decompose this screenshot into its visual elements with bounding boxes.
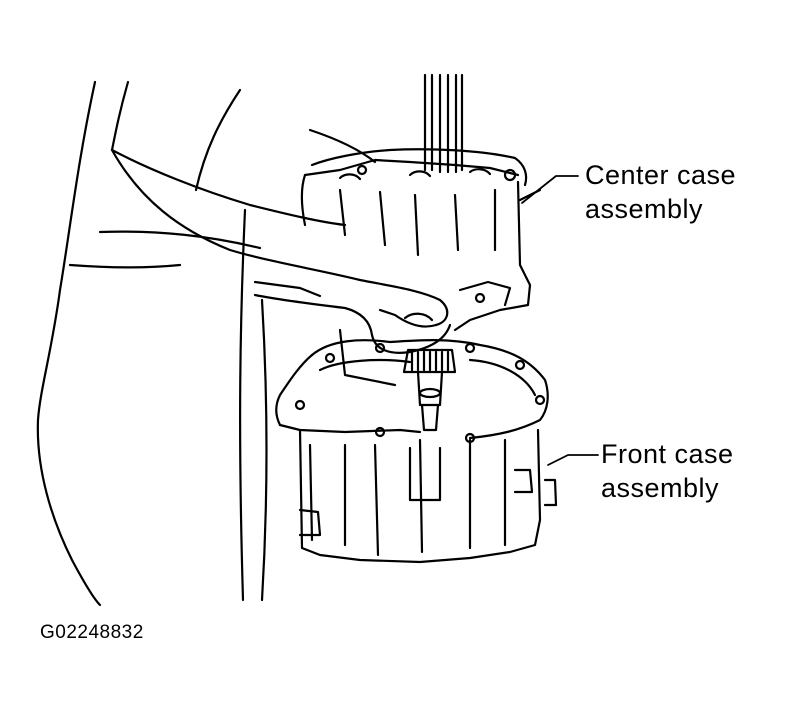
output-shaft: [423, 73, 464, 174]
center-case-label: Center case assembly: [585, 158, 736, 226]
center-case-label-line1: Center case: [585, 160, 737, 190]
front-case-leader: [547, 454, 599, 466]
front-case-label: Front case assembly: [601, 437, 734, 505]
front-case-assembly: [275, 339, 558, 564]
hands: [110, 148, 452, 387]
front-case-label-line1: Front case: [601, 439, 734, 469]
leader-lines: [521, 175, 599, 466]
front-case-label-line2: assembly: [601, 473, 720, 503]
input-gear: [402, 348, 457, 432]
center-case-label-line2: assembly: [585, 194, 704, 224]
center-case-assembly: [300, 148, 542, 332]
figure-identifier: G02248832: [40, 622, 144, 643]
center-case-leader: [521, 175, 579, 204]
